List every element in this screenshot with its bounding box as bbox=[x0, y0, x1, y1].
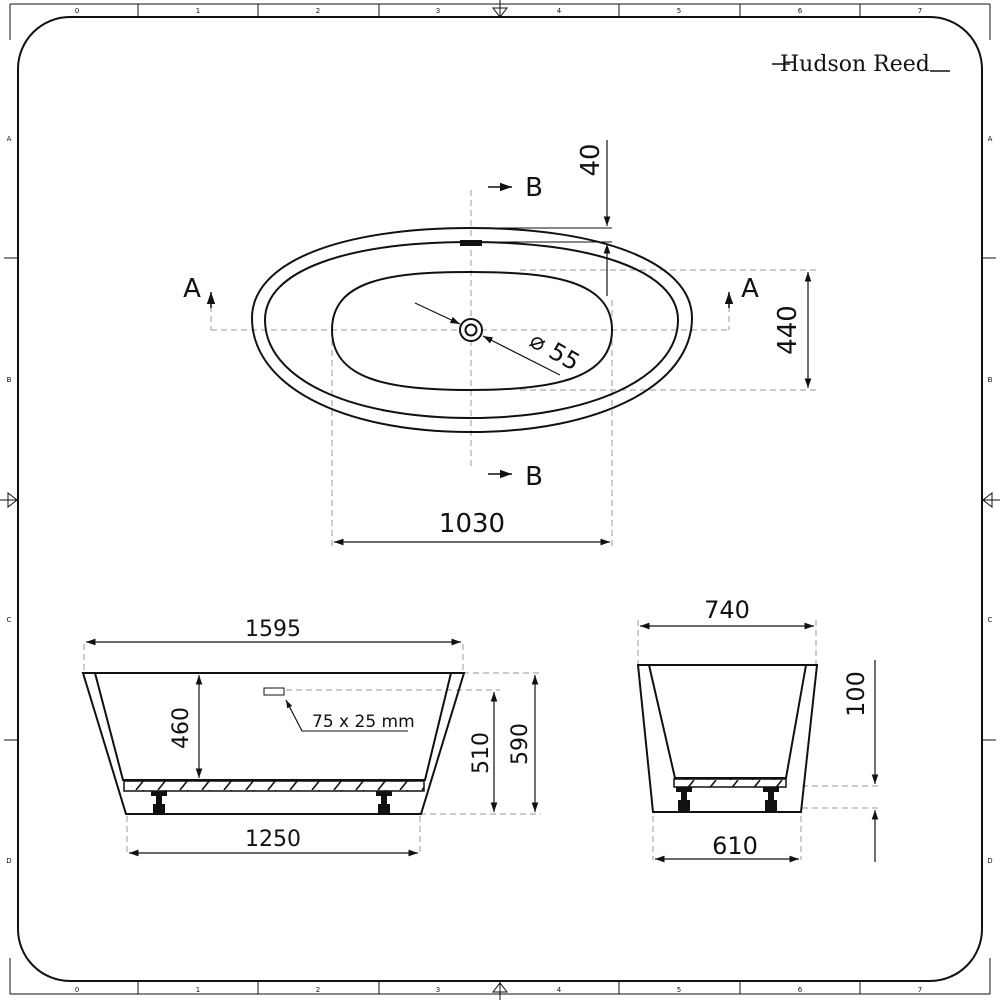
centre-marker-right bbox=[982, 491, 1000, 509]
waste-leader-out bbox=[482, 335, 561, 376]
section-a-marker-right: A bbox=[724, 274, 759, 308]
brand-logo: Hudson Reed bbox=[772, 52, 950, 77]
frame-letter-left-b: B bbox=[7, 376, 12, 384]
svg-text:B: B bbox=[525, 462, 543, 492]
frame-letter-right-c: C bbox=[988, 616, 993, 624]
end-foot-right bbox=[763, 787, 779, 812]
section-b-marker-bottom: B bbox=[488, 462, 543, 492]
base-width-label: 610 bbox=[712, 832, 758, 860]
plan-view: ⌀ 55 A A B B 40 440 bbox=[183, 140, 816, 546]
side-tub-inner bbox=[94, 672, 452, 781]
rim-thickness-dimension: 40 bbox=[480, 140, 612, 296]
overall-length-label: 1595 bbox=[245, 617, 301, 642]
base-height-label: 100 bbox=[842, 671, 870, 717]
frame-number-top-1: 1 bbox=[196, 7, 200, 15]
frame-number-top-5: 5 bbox=[677, 7, 681, 15]
overflow-note: 75 x 25 mm bbox=[312, 712, 415, 732]
frame-letter-left-d: D bbox=[6, 857, 11, 865]
frame-letter-left-c: C bbox=[7, 616, 12, 624]
side-view: 75 x 25 mm 1595 1250 460 510 590 bbox=[81, 617, 541, 857]
internal-depth-label: 460 bbox=[169, 707, 194, 749]
frame-number-bottom-2: 2 bbox=[316, 986, 320, 994]
frame-letter-right-a: A bbox=[988, 135, 993, 143]
overall-height-label: 590 bbox=[508, 723, 533, 765]
tub-outer-rim bbox=[250, 226, 694, 434]
frame-number-top-6: 6 bbox=[798, 7, 803, 15]
waste-leader-in bbox=[414, 302, 461, 325]
side-tub-outline bbox=[81, 672, 466, 815]
frame-number-bottom-4: 4 bbox=[557, 986, 562, 994]
frame-number-bottom-7: 7 bbox=[918, 986, 922, 994]
overflow-height-label: 510 bbox=[469, 732, 494, 774]
base-length-label: 1250 bbox=[245, 827, 301, 852]
end-tub-outline bbox=[636, 664, 819, 813]
inner-width-dimension: 440 bbox=[773, 272, 812, 388]
frame-letter-right-d: D bbox=[987, 857, 992, 865]
section-a-marker-left: A bbox=[183, 274, 216, 308]
end-base-hatch bbox=[673, 778, 787, 788]
frame-number-bottom-5: 5 bbox=[677, 986, 681, 994]
inner-width-label: 440 bbox=[773, 305, 803, 355]
section-b-marker-top: B bbox=[488, 173, 543, 203]
frame-number-top-7: 7 bbox=[918, 7, 922, 15]
svg-text:A: A bbox=[183, 274, 201, 304]
inner-length-label: 1030 bbox=[439, 509, 505, 539]
end-view: 740 610 100 bbox=[636, 596, 882, 863]
side-foot-right bbox=[376, 791, 392, 814]
side-overflow bbox=[263, 687, 285, 696]
frame-number-bottom-6: 6 bbox=[798, 986, 803, 994]
overall-width-label: 740 bbox=[704, 596, 750, 624]
frame-number-bottom-0: 0 bbox=[75, 986, 79, 994]
end-foot-left bbox=[676, 787, 692, 812]
brand-name: Hudson Reed bbox=[780, 52, 930, 77]
rim-thickness-label: 40 bbox=[576, 143, 606, 176]
side-foot-left bbox=[151, 791, 167, 814]
svg-text:A: A bbox=[741, 274, 759, 304]
side-base-hatch bbox=[123, 780, 425, 792]
svg-text:B: B bbox=[525, 173, 543, 203]
frame-letter-left-a: A bbox=[7, 135, 12, 143]
waste-diameter-label: ⌀ 55 bbox=[525, 326, 585, 377]
overflow-slot bbox=[460, 240, 482, 246]
centre-marker-bottom bbox=[491, 982, 509, 1000]
inner-length-dimension: 1030 bbox=[334, 509, 610, 546]
end-tub-inner bbox=[648, 664, 807, 779]
frame-number-bottom-1: 1 bbox=[196, 986, 200, 994]
frame-number-bottom-3: 3 bbox=[436, 986, 440, 994]
tub-inner-rim bbox=[263, 240, 680, 420]
waste-outlet-inner bbox=[464, 323, 478, 337]
frame-number-top-0: 0 bbox=[75, 7, 79, 15]
centre-marker-top bbox=[491, 0, 509, 18]
centre-marker-left bbox=[0, 491, 18, 509]
tub-basin bbox=[330, 270, 614, 392]
frame-number-top-2: 2 bbox=[316, 7, 320, 15]
frame-letter-right-b: B bbox=[988, 376, 993, 384]
frame-number-top-3: 3 bbox=[436, 7, 440, 15]
frame-number-top-4: 4 bbox=[557, 7, 562, 15]
inner-border bbox=[17, 16, 983, 982]
